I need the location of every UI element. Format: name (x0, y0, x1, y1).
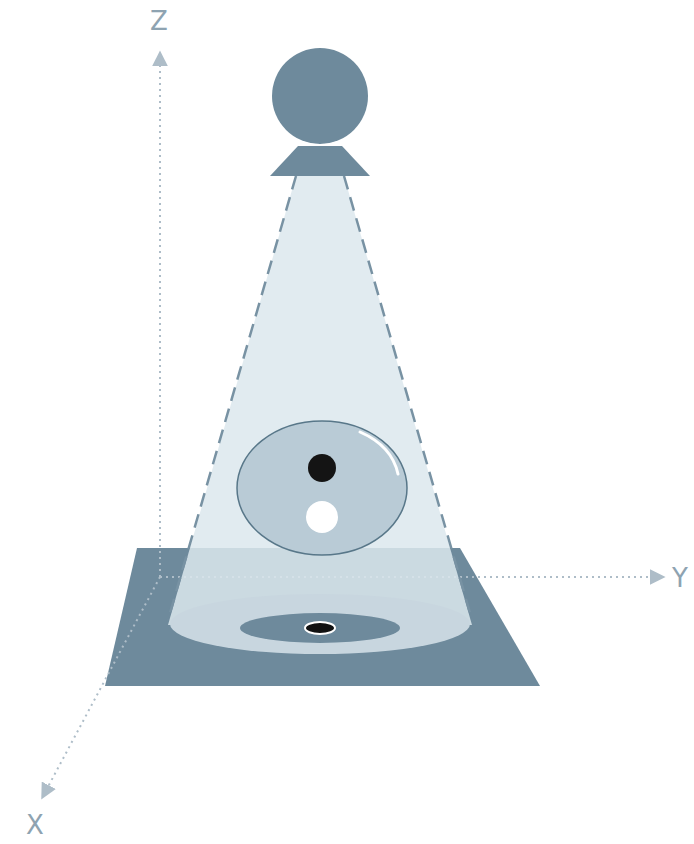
light-spot (170, 594, 470, 654)
z-axis (159, 52, 161, 577)
shadow (240, 613, 400, 643)
light-cone (168, 176, 472, 625)
axis-label: Z (150, 8, 168, 34)
source-head (272, 48, 368, 144)
axis-label: X (26, 812, 44, 838)
source-rim (286, 138, 354, 145)
source-base (270, 146, 370, 176)
axis-label: Y (672, 565, 688, 591)
cone-edge (344, 176, 472, 620)
highlight (360, 432, 398, 474)
black-dot (308, 454, 336, 482)
white-dot (306, 501, 338, 533)
cone-edge (168, 176, 296, 620)
sphere (237, 421, 407, 555)
x-axis (42, 577, 160, 798)
pupil-shadow (305, 622, 335, 634)
